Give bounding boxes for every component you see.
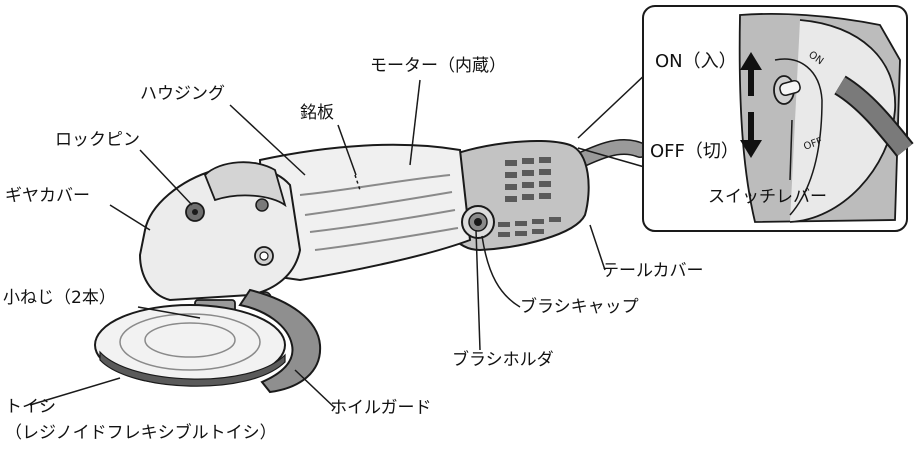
label-on: ON（入） <box>655 51 737 72</box>
label-gear-cover: ギヤカバー <box>5 186 90 206</box>
label-brush-cap: ブラシキャップ <box>520 297 639 317</box>
label-wheel-line1: トイシ <box>5 397 56 417</box>
label-lock-pin: ロックピン <box>55 130 140 150</box>
label-tail-cover: テールカバー <box>602 261 704 281</box>
label-wheel-line2: （レジノイドフレキシブルトイシ） <box>5 423 277 443</box>
label-housing: ハウジング <box>140 84 225 104</box>
leader-lines <box>29 79 606 409</box>
label-small-screw: 小ねじ（2本） <box>3 288 116 308</box>
label-brush-holder: ブラシホルダ <box>452 350 554 370</box>
label-switch-lever: スイッチレバー <box>708 187 827 207</box>
label-off: OFF（切） <box>650 141 739 162</box>
label-motor: モーター（内蔵） <box>370 56 506 76</box>
label-wheel-guard: ホイルガード <box>330 398 432 418</box>
label-nameplate: 銘板 <box>300 103 334 123</box>
grip-grooves <box>299 174 459 251</box>
wheel-guard <box>238 288 322 394</box>
tail-vents <box>498 157 561 237</box>
